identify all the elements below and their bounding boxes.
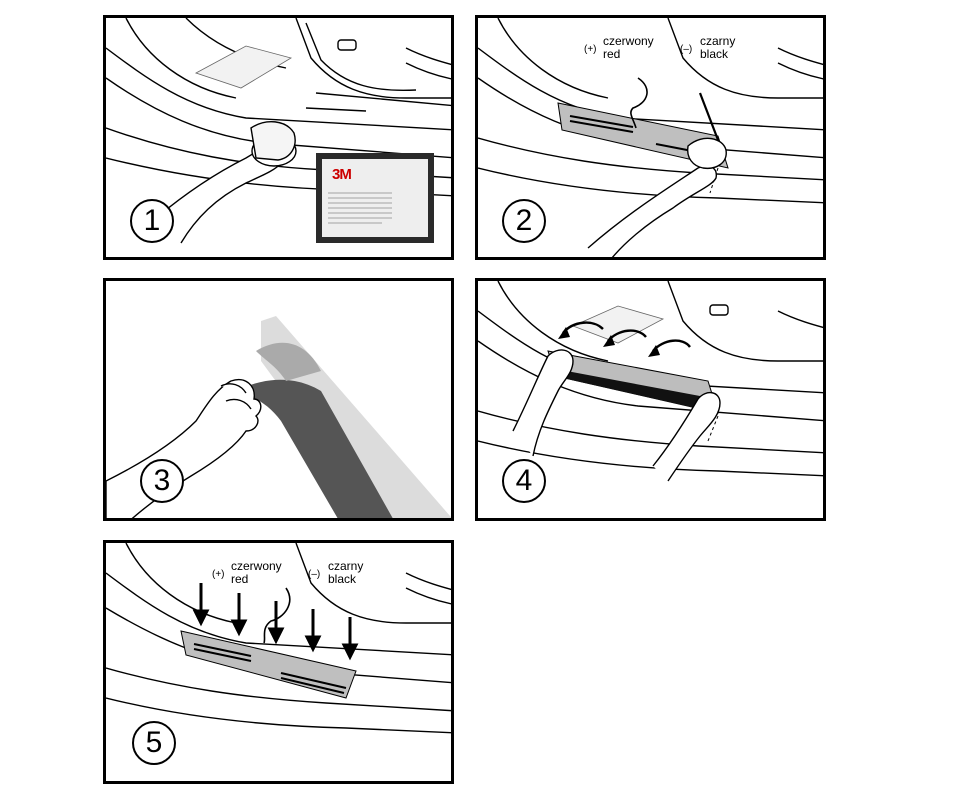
wire-red-label-pl: czerwony: [231, 559, 282, 573]
step-number: 4: [502, 459, 546, 503]
wire-black-label-en: black: [700, 47, 729, 61]
wire-black-label-en: black: [328, 572, 357, 586]
wire-black-label-pl: czarny: [328, 559, 364, 573]
wire-red-label-en: red: [231, 572, 249, 586]
minus-sign: (–): [308, 569, 321, 580]
sill-plate: [557, 102, 729, 169]
dark-strip: [236, 379, 393, 518]
brand-logo-3m: 3M: [332, 166, 352, 183]
wire-red-label-en: red: [603, 47, 621, 61]
plus-sign: (+): [212, 569, 225, 580]
step-2-illustration: [478, 18, 823, 257]
step-2-panel: (+) czerwony red (–) czarny black 2: [475, 15, 826, 260]
press-arrow: [652, 339, 691, 352]
step-number: 2: [502, 199, 546, 243]
paper-sheet: [194, 45, 293, 89]
step-5-illustration: [106, 543, 451, 734]
wire-black-label-pl: czarny: [700, 34, 736, 48]
step-1-panel: 3M 1: [103, 15, 454, 260]
minus-sign: (–): [680, 44, 693, 55]
step-number: 1: [130, 199, 174, 243]
sill-plate: [180, 630, 357, 699]
step-number: 3: [140, 459, 184, 503]
step-4-illustration: [478, 281, 823, 482]
step-1-illustration: [106, 18, 451, 244]
step-3-panel: 3: [103, 278, 454, 521]
red-wire: [630, 77, 648, 129]
step-5-panel: (+) czerwony red (–) czarny black 5: [103, 540, 454, 784]
plus-sign: (+): [584, 44, 597, 55]
wire-red-label-pl: czerwony: [603, 34, 654, 48]
step-number: 5: [132, 721, 176, 765]
step-4-panel: 4: [475, 278, 826, 521]
